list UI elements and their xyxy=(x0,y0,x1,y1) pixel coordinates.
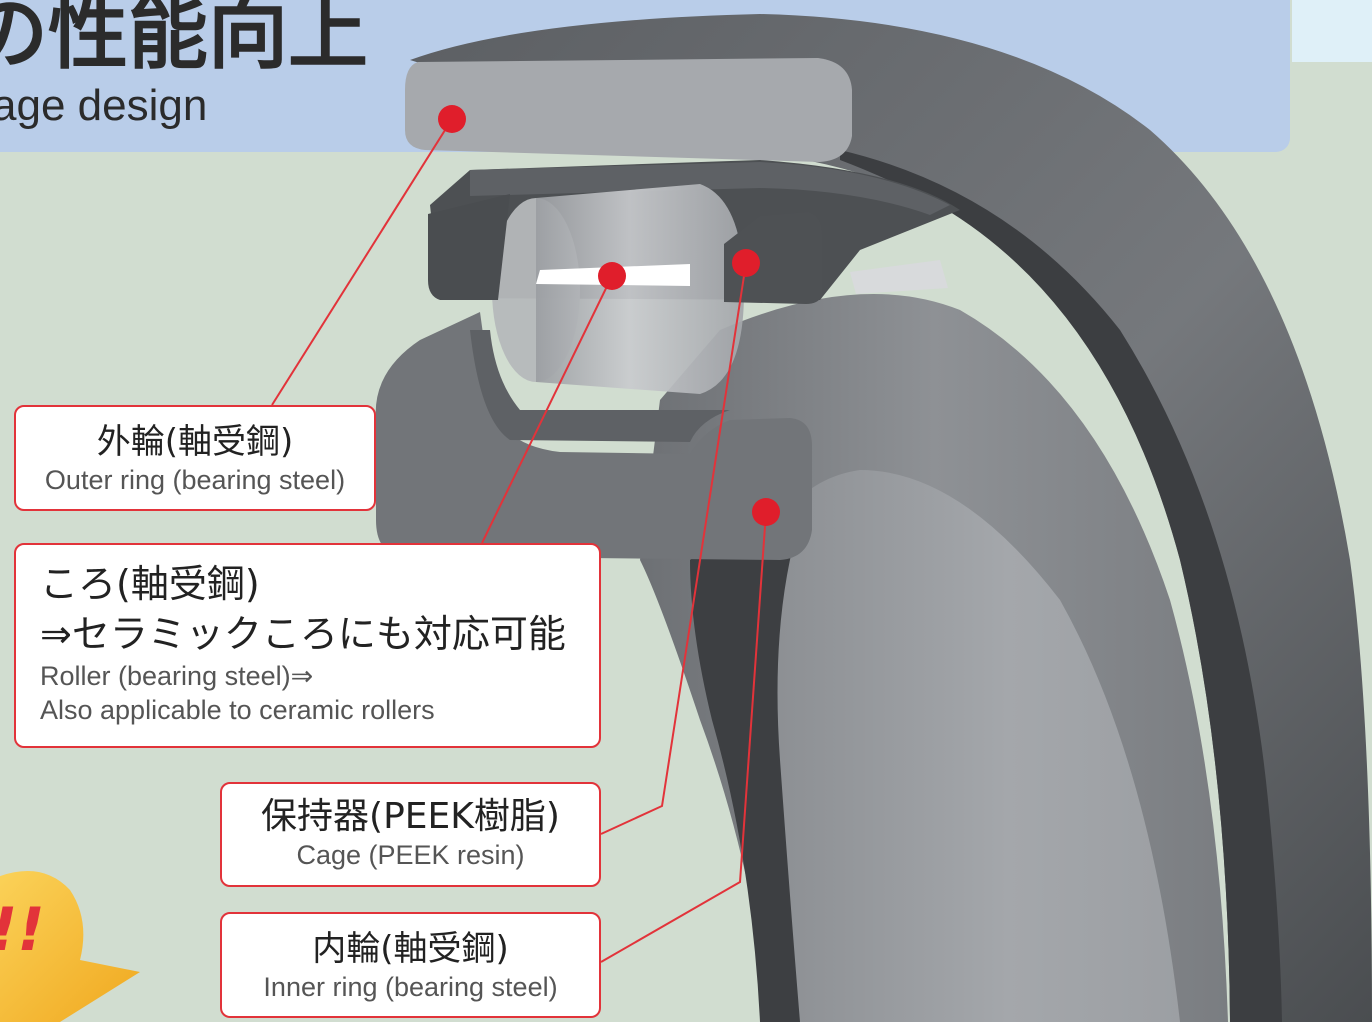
inner-ring-raceway-groove xyxy=(470,330,730,442)
inner-ring-bore-shadow xyxy=(690,520,800,1022)
leader-line-roller xyxy=(481,275,613,544)
callout-inner-ring-en: Inner ring (bearing steel) xyxy=(263,972,558,1002)
leader-line-cage xyxy=(600,262,747,835)
badge-exclamation-text: !! xyxy=(0,895,45,965)
callout-roller-jp-line2: ⇒セラミックころにも対応可能 xyxy=(40,612,566,656)
outer-ring-inner-edge xyxy=(840,150,1282,1022)
callout-roller-en-line1: Roller (bearing steel)⇒ xyxy=(40,661,314,691)
callout-outer-ring-en: Outer ring (bearing steel) xyxy=(44,465,346,495)
roller-end-face xyxy=(492,198,580,382)
page-title: の性能向上 xyxy=(0,0,368,80)
cage-ring-band xyxy=(430,160,960,300)
roller-highlight xyxy=(536,264,690,286)
marker-dot-roller xyxy=(598,262,626,290)
cage-ring-top xyxy=(470,162,950,215)
page-subtitle: age design xyxy=(0,81,208,130)
leader-line-outer-ring xyxy=(271,118,453,406)
marker-dot-cage xyxy=(732,249,760,277)
callout-cage-en: Cage (PEEK resin) xyxy=(296,840,525,870)
distant-roller xyxy=(850,260,948,294)
roller-body xyxy=(536,184,744,394)
callout-outer-ring-jp: 外輪(軸受鋼) xyxy=(96,422,294,462)
inner-ring-bore xyxy=(750,470,1180,1022)
callout-roller-en-line2: Also applicable to ceramic rollers xyxy=(40,695,435,725)
callout-roller: ころ(軸受鋼) ⇒セラミックころにも対応可能 Roller (bearing s… xyxy=(14,543,601,748)
inner-ring-body xyxy=(640,294,1228,1022)
cage-section-right xyxy=(724,212,822,304)
inner-ring-section xyxy=(375,312,812,560)
cage-section-left xyxy=(428,194,510,300)
header-corner-panel xyxy=(1292,0,1372,62)
callout-inner-ring-jp: 内輪(軸受鋼) xyxy=(312,929,509,969)
callout-cage: 保持器(PEEK樹脂) Cage (PEEK resin) xyxy=(220,782,601,887)
callout-roller-jp-line1: ころ(軸受鋼) xyxy=(40,562,260,606)
marker-dot-inner-ring xyxy=(752,498,780,526)
callout-cage-jp: 保持器(PEEK樹脂) xyxy=(261,796,560,837)
leader-line-inner-ring xyxy=(600,511,767,963)
callout-outer-ring: 外輪(軸受鋼) Outer ring (bearing steel) xyxy=(14,405,376,511)
callout-inner-ring: 内輪(軸受鋼) Inner ring (bearing steel) xyxy=(220,912,601,1018)
